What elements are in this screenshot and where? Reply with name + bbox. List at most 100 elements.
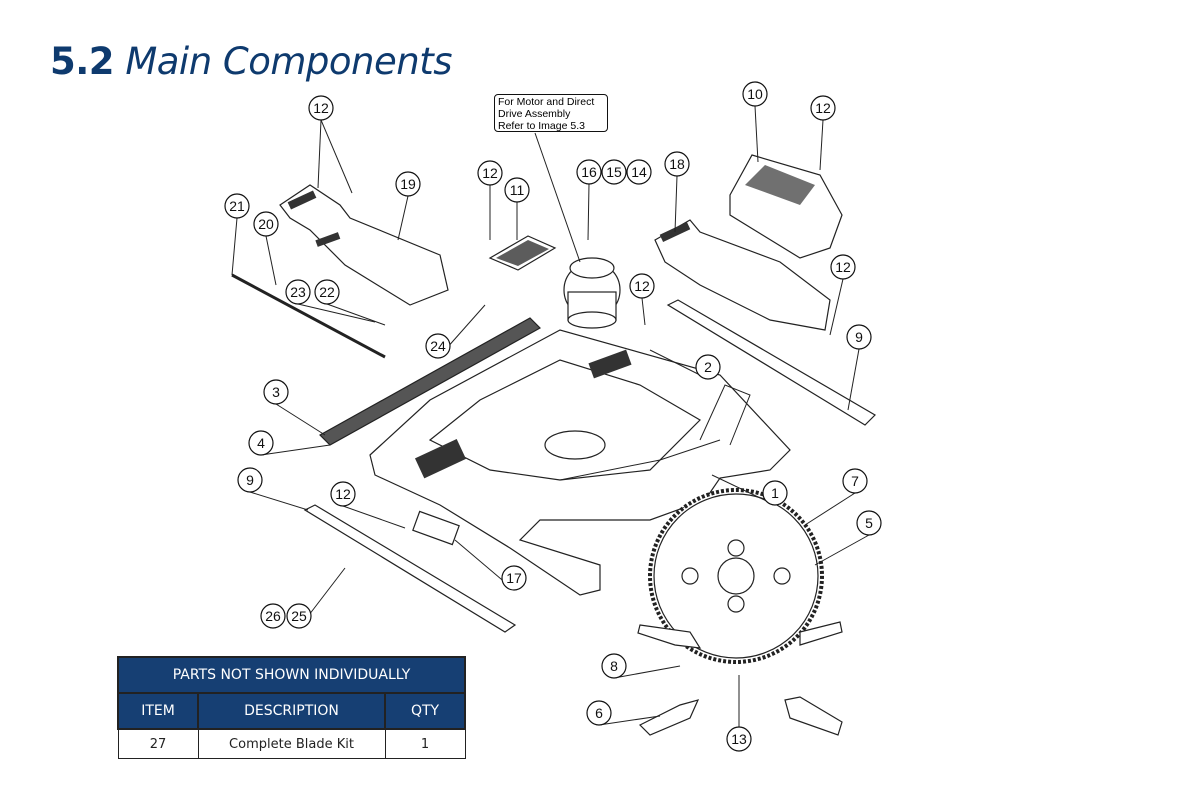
item-balloon: 9 (237, 467, 263, 493)
part-blade (799, 621, 843, 646)
item-balloon: 2 (695, 354, 721, 380)
part-blade (638, 699, 700, 736)
item-balloon: 10 (742, 81, 768, 107)
balloon-number: 6 (595, 705, 603, 721)
part-cover-right (654, 219, 831, 331)
item-balloon: 15 (601, 159, 627, 185)
part-cover-left (279, 184, 449, 306)
item-balloon: 4 (248, 430, 274, 456)
leader-line (317, 119, 322, 189)
balloon-number: 12 (335, 486, 351, 502)
leader-line (641, 297, 646, 326)
item-balloon: 18 (664, 151, 690, 177)
cell-description: Complete Blade Kit (197, 728, 386, 759)
leader-line (397, 195, 409, 241)
part-rod (231, 273, 386, 359)
part-spindle (412, 510, 460, 546)
item-balloon: 12 (810, 95, 836, 121)
item-balloon: 25 (286, 603, 312, 629)
balloon-number: 2 (704, 359, 712, 375)
leader-line (613, 665, 681, 679)
leader-line (598, 715, 661, 726)
balloon-number: 21 (229, 198, 245, 214)
cell-qty: 1 (384, 728, 466, 759)
balloon-number: 12 (815, 100, 831, 116)
balloon-number: 7 (851, 473, 859, 489)
leader-line (275, 403, 326, 436)
item-balloon: 22 (314, 279, 340, 305)
balloon-number: 12 (313, 100, 329, 116)
leader-line (819, 119, 824, 171)
item-balloon: 21 (224, 193, 250, 219)
balloon-number: 22 (319, 284, 335, 300)
header-item: ITEM (117, 692, 199, 730)
item-balloon: 11 (504, 177, 530, 203)
leader-line (534, 132, 581, 263)
item-balloon: 5 (856, 510, 882, 536)
balloon-number: 3 (272, 384, 280, 400)
balloon-number: 4 (257, 435, 265, 451)
balloon-number: 12 (835, 259, 851, 275)
balloon-number: 25 (291, 608, 307, 624)
header-description: DESCRIPTION (197, 692, 386, 730)
item-balloon: 12 (477, 160, 503, 186)
item-balloon: 12 (330, 481, 356, 507)
balloon-number: 8 (610, 658, 618, 674)
balloon-number: 18 (669, 156, 685, 172)
leader-line (320, 119, 353, 194)
cell-item: 27 (117, 728, 199, 759)
item-balloon: 3 (263, 379, 289, 405)
table-title: PARTS NOT SHOWN INDIVIDUALLY (117, 656, 466, 694)
balloon-number: 9 (246, 472, 254, 488)
balloon-number: 10 (747, 86, 763, 102)
balloon-number: 1 (771, 485, 779, 501)
leader-line (297, 303, 376, 323)
balloon-number: 14 (631, 164, 647, 180)
leader-line (674, 175, 678, 233)
item-balloon: 24 (425, 333, 451, 359)
balloon-number: 12 (482, 165, 498, 181)
section-title: Main Components (125, 40, 452, 83)
part-blade (637, 624, 702, 649)
balloon-number: 19 (400, 176, 416, 192)
part-skid-left (303, 504, 517, 633)
balloon-number: 11 (510, 182, 525, 198)
balloon-number: 23 (290, 284, 306, 300)
leader-line (804, 492, 856, 526)
leader-line (814, 534, 870, 566)
part-blade (784, 696, 843, 736)
note-line: Drive Assembly (498, 108, 571, 120)
leader-line (754, 105, 759, 163)
balloon-number: 20 (258, 216, 274, 232)
leader-line (711, 474, 776, 506)
page-title: 5.2 Main Components (50, 40, 452, 83)
part-shroud (729, 154, 843, 259)
item-balloon: 23 (285, 279, 311, 305)
item-balloon: 1 (762, 480, 788, 506)
item-balloon: 17 (501, 565, 527, 591)
leader-line (587, 183, 590, 241)
item-balloon: 19 (395, 171, 421, 197)
header-qty: QTY (384, 692, 466, 730)
item-balloon: 12 (830, 254, 856, 280)
item-balloon: 13 (726, 726, 752, 752)
item-balloon: 12 (308, 95, 334, 121)
item-balloon: 12 (629, 273, 655, 299)
balloon-number: 26 (265, 608, 281, 624)
leader-line (249, 491, 309, 511)
item-balloon: 8 (601, 653, 627, 679)
item-balloon: 9 (846, 324, 872, 350)
balloon-number: 15 (606, 164, 622, 180)
balloon-number: 16 (581, 164, 597, 180)
item-balloon: 7 (842, 468, 868, 494)
note-line: For Motor and Direct (498, 96, 595, 108)
item-balloon: 16 (576, 159, 602, 185)
item-balloon: 26 (260, 603, 286, 629)
item-balloon: 6 (586, 700, 612, 726)
balloon-number: 5 (865, 515, 873, 531)
leader-line (847, 348, 860, 411)
balloon-number: 17 (506, 570, 522, 586)
motor-reference-note: For Motor and Direct Drive Assembly Refe… (494, 94, 608, 132)
